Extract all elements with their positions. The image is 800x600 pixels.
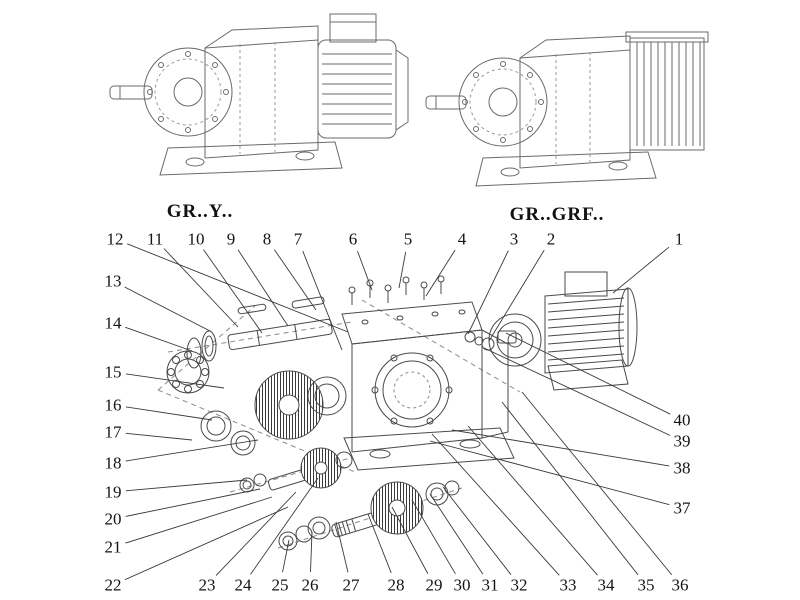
variant-label-gr-grf: GR..GRF.. <box>509 204 605 225</box>
callout-38: 38 <box>671 458 693 478</box>
callout-29: 29 <box>423 575 445 595</box>
callout-7: 7 <box>291 229 305 249</box>
callout-39: 39 <box>671 431 693 451</box>
callout-11: 11 <box>144 229 166 249</box>
callout-25: 25 <box>269 575 291 595</box>
callout-37: 37 <box>671 498 693 518</box>
callout-13: 13 <box>102 271 124 291</box>
variant-label-gr-y: GR..Y.. <box>166 201 234 222</box>
callout-27: 27 <box>340 575 362 595</box>
callout-10: 10 <box>185 229 207 249</box>
callout-34: 34 <box>595 575 617 595</box>
callout-36: 36 <box>669 575 691 595</box>
callout-30: 30 <box>451 575 473 595</box>
callout-20: 20 <box>102 509 124 529</box>
callout-9: 9 <box>224 229 238 249</box>
callout-21: 21 <box>102 537 124 557</box>
callout-6: 6 <box>346 229 360 249</box>
exploded-view-drawing <box>157 271 638 551</box>
callout-3: 3 <box>507 229 521 249</box>
callout-40: 40 <box>671 410 693 430</box>
callout-12: 12 <box>104 229 126 249</box>
callout-4: 4 <box>455 229 469 249</box>
callout-15: 15 <box>102 362 124 382</box>
callout-33: 33 <box>557 575 579 595</box>
callout-26: 26 <box>299 575 321 595</box>
machine-right-drawing <box>425 31 709 187</box>
callout-28: 28 <box>385 575 407 595</box>
callout-24: 24 <box>232 575 254 595</box>
callout-35: 35 <box>635 575 657 595</box>
callout-17: 17 <box>102 422 124 442</box>
callout-1: 1 <box>672 229 686 249</box>
callout-22: 22 <box>102 575 124 595</box>
callout-14: 14 <box>102 313 124 333</box>
callout-16: 16 <box>102 395 124 415</box>
callout-5: 5 <box>401 229 415 249</box>
callout-8: 8 <box>260 229 274 249</box>
machine-left-drawing <box>109 13 409 176</box>
callout-19: 19 <box>102 482 124 502</box>
callout-31: 31 <box>479 575 501 595</box>
callout-23: 23 <box>196 575 218 595</box>
callout-32: 32 <box>508 575 530 595</box>
callout-18: 18 <box>102 453 124 473</box>
callout-2: 2 <box>544 229 558 249</box>
